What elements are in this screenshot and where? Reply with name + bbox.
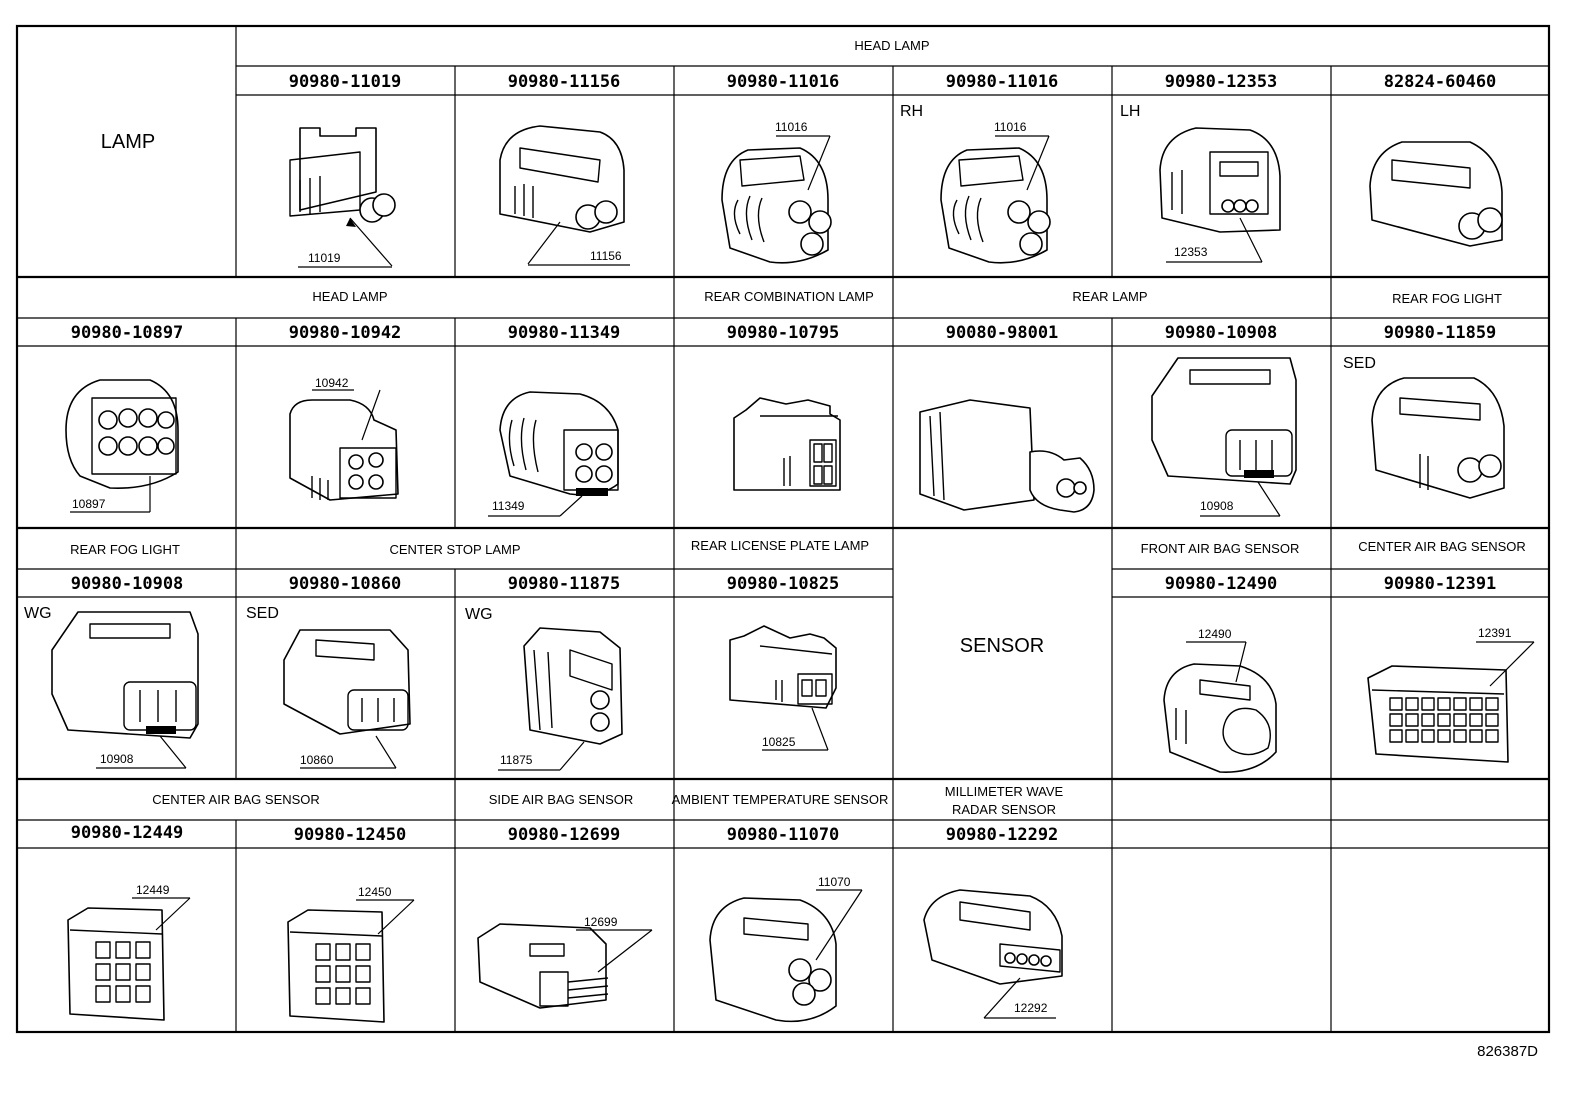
callout-label: 11349 <box>492 499 525 513</box>
callout-label: 10908 <box>100 752 134 766</box>
group-header-head-lamp: HEAD LAMP <box>854 38 929 53</box>
group-header-rear-lamp: REAR LAMP <box>1072 289 1147 304</box>
part-number: 90980-10795 <box>727 323 840 343</box>
group-header-front-air-bag-sensor: FRONT AIR BAG SENSOR <box>1141 541 1300 556</box>
part-number: 82824-60460 <box>1384 72 1497 92</box>
callout-label: 10908 <box>1200 499 1234 513</box>
callout-label: 12449 <box>136 883 170 897</box>
connector-drawing-12490 <box>1163 641 1277 773</box>
part-number: 90980-11016 <box>946 72 1059 92</box>
group-header-radar-sensor: RADAR SENSOR <box>952 802 1056 817</box>
part-number: 90980-10825 <box>727 574 840 594</box>
part-number: 90980-12450 <box>294 825 407 845</box>
part-number: 90980-11859 <box>1384 323 1497 343</box>
connector-drawing-98001 <box>919 399 1095 513</box>
part-number: 90980-11019 <box>289 72 402 92</box>
connector-drawing-11016-b <box>940 135 1051 264</box>
grid <box>15 24 1551 1034</box>
group-header-rear-combination-lamp: REAR COMBINATION LAMP <box>704 289 874 304</box>
part-number: 90980-11156 <box>508 72 621 92</box>
part-number: 90980-12391 <box>1384 574 1497 594</box>
connector-drawing-12449 <box>67 897 191 1021</box>
part-number: 90980-11016 <box>727 72 840 92</box>
connector-drawing-11070 <box>709 889 863 1023</box>
callout-label: 12292 <box>1014 1001 1048 1015</box>
connector-drawing-10908-b <box>51 611 199 769</box>
connector-drawing-12292 <box>923 889 1063 1019</box>
callout-label: 10897 <box>72 497 106 511</box>
group-header-rear-fog-light-2: REAR FOG LIGHT <box>70 542 180 557</box>
callout-label: 12699 <box>584 915 618 929</box>
callout-label: 11070 <box>818 875 851 889</box>
connector-drawing-11016-a <box>721 135 832 264</box>
variant-tag-sed: SED <box>1343 355 1376 372</box>
part-number: 90980-11349 <box>508 323 621 343</box>
part-number: 90980-11070 <box>727 825 840 845</box>
callout-label: 11156 <box>590 249 622 263</box>
part-number: 90980-10942 <box>289 323 402 343</box>
variant-tag-rh: RH <box>900 103 923 120</box>
group-header-millimeter-wave: MILLIMETER WAVE <box>945 784 1064 799</box>
group-header-head-lamp-2: HEAD LAMP <box>312 289 387 304</box>
group-header-center-air-bag-sensor-2: CENTER AIR BAG SENSOR <box>152 792 320 807</box>
connector-drawing-12450 <box>287 899 415 1023</box>
group-header-side-air-bag-sensor: SIDE AIR BAG SENSOR <box>489 792 634 807</box>
callout-label: 10942 <box>315 376 349 390</box>
connector-drawing-12391 <box>1367 641 1535 763</box>
connector-drawing-11156 <box>499 125 630 266</box>
connector-drawing-10795 <box>733 397 841 491</box>
connector-drawing-10860 <box>283 629 411 769</box>
callout-label: 12450 <box>358 885 392 899</box>
part-number: 90980-12292 <box>946 825 1059 845</box>
part-number: 90980-12490 <box>1165 574 1278 594</box>
callout-label: 11016 <box>775 120 808 134</box>
connector-drawing-11859 <box>1371 377 1505 499</box>
part-number: 90980-10860 <box>289 574 402 594</box>
callout-label: 11016 <box>994 120 1027 134</box>
part-number: 90980-12449 <box>71 823 184 843</box>
connector-drawing-10908-a <box>1151 357 1297 517</box>
group-header-rear-fog-light: REAR FOG LIGHT <box>1392 291 1502 306</box>
callout-label: 12391 <box>1478 626 1512 640</box>
callout-label: 12490 <box>1198 627 1232 641</box>
connector-drawing-11349 <box>488 391 619 517</box>
part-number: 90980-10897 <box>71 323 184 343</box>
callout-label: 10825 <box>762 735 796 749</box>
connector-drawing-12353 <box>1159 127 1281 263</box>
part-number: 90980-12353 <box>1165 72 1278 92</box>
part-number: 90980-10908 <box>71 574 184 594</box>
group-header-center-air-bag-sensor: CENTER AIR BAG SENSOR <box>1358 539 1526 554</box>
variant-tag-lh: LH <box>1120 103 1140 120</box>
connector-drawing-12699 <box>477 923 653 1009</box>
group-header-rear-license-plate-lamp: REAR LICENSE PLATE LAMP <box>691 538 869 553</box>
callout-label: 12353 <box>1174 245 1208 259</box>
part-number: 90080-98001 <box>946 323 1059 343</box>
connector-drawing-82824 <box>1369 141 1503 247</box>
part-number: 90980-11875 <box>508 574 621 594</box>
section-label-sensor: SENSOR <box>960 635 1044 657</box>
callout-label: 10860 <box>300 753 334 767</box>
variant-tag-sed: SED <box>246 605 279 622</box>
connector-drawing-10897 <box>65 379 179 513</box>
part-number: 90980-12699 <box>508 825 621 845</box>
variant-tag-wg: WG <box>24 605 52 622</box>
variant-tag-wg: WG <box>465 606 493 623</box>
diagram-id: 826387D <box>1477 1043 1538 1060</box>
group-header-ambient-temperature-sensor: AMBIENT TEMPERATURE SENSOR <box>672 792 889 807</box>
callout-label: 11019 <box>308 251 341 265</box>
callout-label: 11875 <box>500 753 533 767</box>
part-number: 90980-10908 <box>1165 323 1278 343</box>
section-label-lamp: LAMP <box>101 131 155 153</box>
group-header-center-stop-lamp: CENTER STOP LAMP <box>390 542 521 557</box>
connector-drawing-11875 <box>498 627 623 771</box>
connector-drawing-11019 <box>289 127 396 268</box>
connector-drawing-10825 <box>729 625 837 751</box>
connector-drawing-10942 <box>289 389 399 501</box>
